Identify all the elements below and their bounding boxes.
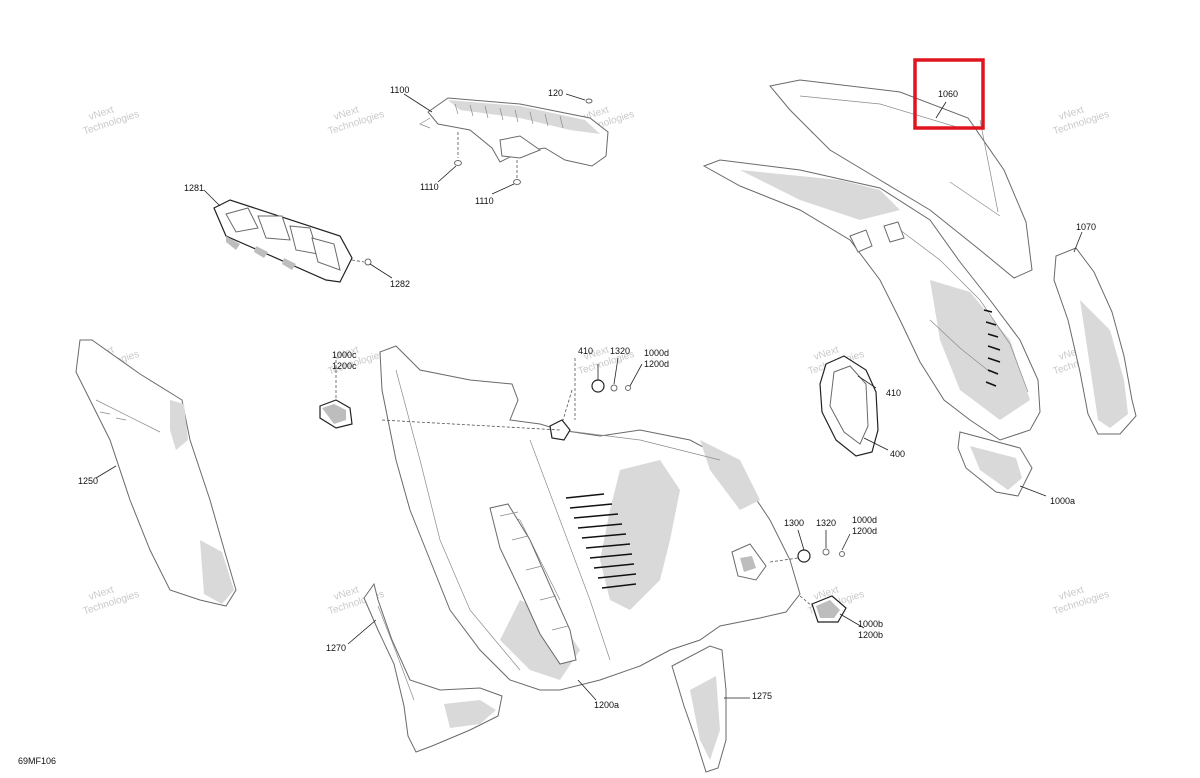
callout-1200d: 1200d — [852, 526, 877, 536]
part-1310-grommet[interactable] — [574, 357, 643, 420]
callout-1281: 1281 — [184, 183, 204, 193]
callout-1200a: 1200a — [594, 700, 619, 710]
leader-lines — [95, 93, 1083, 701]
callout-1200d: 1200d — [644, 359, 669, 369]
part-1270-bracket[interactable] — [363, 582, 503, 753]
callout-1200c: 1200c — [332, 361, 357, 371]
callout-120: 120 — [548, 88, 563, 98]
part-1110-screws[interactable] — [454, 132, 521, 185]
callout-1250: 1250 — [78, 476, 98, 486]
part-400-panel[interactable] — [819, 355, 879, 457]
callout-1275: 1275 — [752, 691, 772, 701]
callout-1320: 1320 — [816, 518, 836, 528]
callout-1000a: 1000a — [1050, 496, 1075, 506]
callout-1060: 1060 — [938, 89, 958, 99]
part-1000a-side-panel[interactable] — [702, 159, 1041, 497]
callout-410: 410 — [578, 346, 593, 356]
callout-1070: 1070 — [1076, 222, 1096, 232]
callout-1110: 1110 — [475, 196, 494, 206]
part-1300-grommet[interactable] — [769, 529, 851, 563]
highlight-box — [913, 58, 985, 130]
part-1070-trim[interactable] — [1053, 247, 1137, 435]
part-1275-panel[interactable] — [671, 645, 727, 773]
callout-1000c: 1000c — [332, 350, 357, 360]
callout-1320: 1320 — [610, 346, 630, 356]
callout-1000d: 1000d — [852, 515, 877, 525]
callout-1300: 1300 — [784, 518, 804, 528]
part-1282-clip[interactable] — [351, 258, 372, 266]
callout-1110: 1110 — [420, 182, 439, 192]
callout-1000d: 1000d — [644, 348, 669, 358]
callout-400: 400 — [890, 449, 905, 459]
diagram-code: 69MF106 — [18, 756, 56, 766]
part-1281-grille[interactable] — [213, 199, 353, 283]
callout-1000b: 1000b — [858, 619, 883, 629]
callout-410: 410 — [886, 388, 901, 398]
part-120-screw[interactable] — [565, 93, 593, 104]
callout-1100: 1100 — [390, 85, 409, 95]
callout-1270: 1270 — [326, 643, 346, 653]
callout-1282: 1282 — [390, 279, 410, 289]
part-1100-bracket[interactable] — [419, 97, 609, 167]
part-410-clip-a[interactable] — [381, 389, 573, 441]
callout-1200b: 1200b — [858, 630, 883, 640]
part-1250-panel[interactable] — [75, 339, 237, 607]
part-1200a-main-panel[interactable] — [379, 345, 801, 691]
callout-labels: 1100 120 1110 1110 1281 1282 1060 1070 1… — [78, 85, 1096, 710]
part-1000c-fastener[interactable] — [319, 360, 353, 429]
